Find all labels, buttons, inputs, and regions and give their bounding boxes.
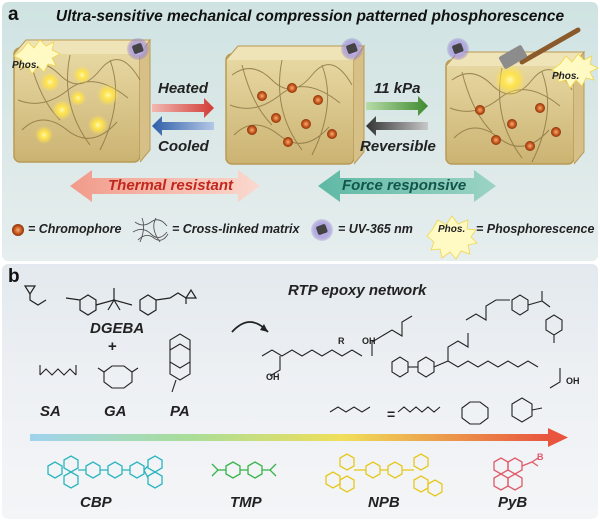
legend-chromophore: = Chromophore — [28, 222, 122, 236]
uv-lamp-icon — [447, 38, 469, 60]
pyb-structure — [493, 457, 539, 491]
plus-sign: + — [108, 338, 117, 355]
molecule-label-pyb: PyB — [498, 494, 528, 511]
phos-badge — [13, 39, 61, 75]
uv-lamp-legend-icon — [311, 219, 333, 241]
chromophore-legend-icon — [12, 224, 24, 236]
tmp-structure — [211, 461, 277, 479]
ga-structure — [97, 365, 139, 389]
phos-badge-text: Phos. — [552, 71, 580, 82]
hammer-icon — [498, 27, 581, 69]
force-responsive-label: Force responsive — [342, 177, 467, 194]
cbp-structure — [47, 455, 163, 489]
pa-structure — [169, 333, 191, 393]
molecule-label-cbp: CBP — [80, 494, 112, 511]
molecule-label-tmp: TMP — [230, 494, 262, 511]
legend-phosphorescence: = Phosphorescence — [476, 222, 595, 236]
panel-b-background — [2, 264, 598, 519]
cube-pristine — [225, 44, 365, 165]
phos-badge-text: Phos. — [12, 60, 40, 71]
pressure-arrow — [366, 96, 428, 116]
network-oh-label: OH — [266, 372, 280, 382]
network-oh-label: OH — [362, 336, 376, 346]
uv-lamp-icon — [341, 38, 363, 60]
phos-badge — [551, 53, 599, 89]
panel-b-label: b — [8, 266, 20, 287]
phos-legend-badge — [426, 215, 478, 260]
npb-structure — [325, 453, 443, 497]
thermal-resistant-arrow — [70, 170, 260, 202]
legend-uv: = UV-365 nm — [338, 222, 413, 236]
equals-sign: = — [387, 406, 396, 422]
heated-label: Heated — [158, 80, 209, 97]
cross-linked-matrix-legend-icon — [132, 217, 169, 243]
thermal-resistant-label: Thermal resistant — [108, 177, 234, 194]
network-oh-label: OH — [566, 376, 580, 386]
r-definition-structures — [329, 397, 543, 425]
pressure-label: 11 kPa — [374, 80, 421, 97]
heated-arrow — [152, 98, 214, 118]
cooled-arrow — [152, 116, 214, 136]
force-responsive-arrow — [318, 170, 496, 202]
uv-lamp-icon — [127, 38, 149, 60]
sa-label: SA — [40, 403, 61, 420]
legend-phos-badge-text: Phos. — [438, 224, 466, 235]
network-title: RTP epoxy network — [288, 282, 427, 299]
panel-a-title: Ultra-sensitive mechanical compression p… — [55, 8, 565, 25]
panel-a-label: a — [8, 4, 19, 25]
dgeba-structure — [23, 285, 198, 316]
molecule-label-npb: NPB — [368, 494, 400, 511]
reversible-label: Reversible — [360, 138, 436, 155]
spectrum-arrow — [30, 428, 568, 447]
cooled-label: Cooled — [158, 138, 209, 155]
dgeba-label: DGEBA — [90, 320, 145, 337]
ga-label: GA — [104, 403, 127, 420]
sa-structure — [39, 365, 77, 376]
reaction-arrow-head — [260, 324, 268, 332]
network-r-label: R — [338, 336, 345, 346]
epoxy-network-structure — [261, 291, 563, 389]
reversible-arrow — [366, 116, 428, 136]
pa-label: PA — [170, 403, 190, 420]
pyb-boron-label: B — [537, 452, 544, 462]
legend-cross-linked-matrix: = Cross-linked matrix — [172, 222, 300, 236]
